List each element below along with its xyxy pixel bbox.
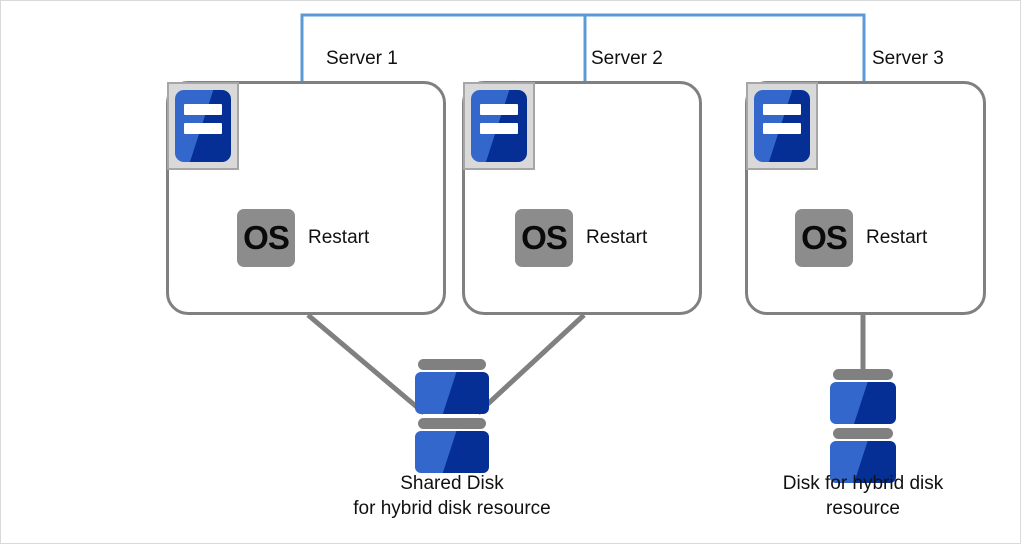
server-rack-icon-bar (184, 104, 222, 115)
server-label-1: Server 1 (326, 48, 398, 69)
os-state-label-2: Restart (586, 227, 648, 248)
hybrid-disk-icon[interactable] (830, 369, 896, 483)
server-rack-icon-3 (746, 82, 818, 170)
server-label-3: Server 3 (872, 48, 944, 69)
shared-disk-icon[interactable] (415, 359, 489, 473)
os-badge-3: OS (795, 209, 853, 267)
os-state-label-1: Restart (308, 227, 370, 248)
disk-platter (418, 418, 486, 429)
server-rack-icon-bar (480, 123, 518, 134)
server-box-2[interactable] (462, 81, 702, 315)
server-rack-icon-bar (763, 104, 801, 115)
disk-slab (415, 431, 489, 473)
server-rack-icon-bar (480, 104, 518, 115)
shared-disk-caption-line-1: Shared Disk (400, 473, 504, 494)
hybrid-disk-caption-line-2: resource (826, 498, 900, 520)
shared-disk-caption: Shared Disk for hybrid disk resource (332, 471, 572, 521)
server-rack-icon-1 (167, 82, 239, 170)
server-rack-icon-body-1 (175, 90, 231, 162)
os-status-row-2: OS Restart (515, 209, 647, 267)
os-badge-2: OS (515, 209, 573, 267)
disk-slab (415, 372, 489, 414)
server-rack-icon-body-2 (471, 90, 527, 162)
disk-slab (830, 382, 896, 424)
os-badge-1: OS (237, 209, 295, 267)
disk-platter (833, 428, 893, 439)
server-rack-icon-bar (184, 123, 222, 134)
os-status-row-1: OS Restart (237, 209, 369, 267)
hybrid-disk-caption: Disk for hybrid disk resource (753, 471, 973, 521)
server-label-2: Server 2 (591, 48, 663, 69)
server-rack-icon-2 (463, 82, 535, 170)
disk-platter (418, 359, 486, 370)
shared-disk-caption-line-2: for hybrid disk resource (353, 498, 551, 520)
os-status-row-3: OS Restart (795, 209, 927, 267)
disk-platter (833, 369, 893, 380)
server-rack-icon-bar (763, 123, 801, 134)
os-state-label-3: Restart (866, 227, 928, 248)
hybrid-disk-caption-line-1: Disk for hybrid disk (782, 473, 944, 494)
server-rack-icon-body-3 (754, 90, 810, 162)
disk-slab (830, 441, 896, 483)
